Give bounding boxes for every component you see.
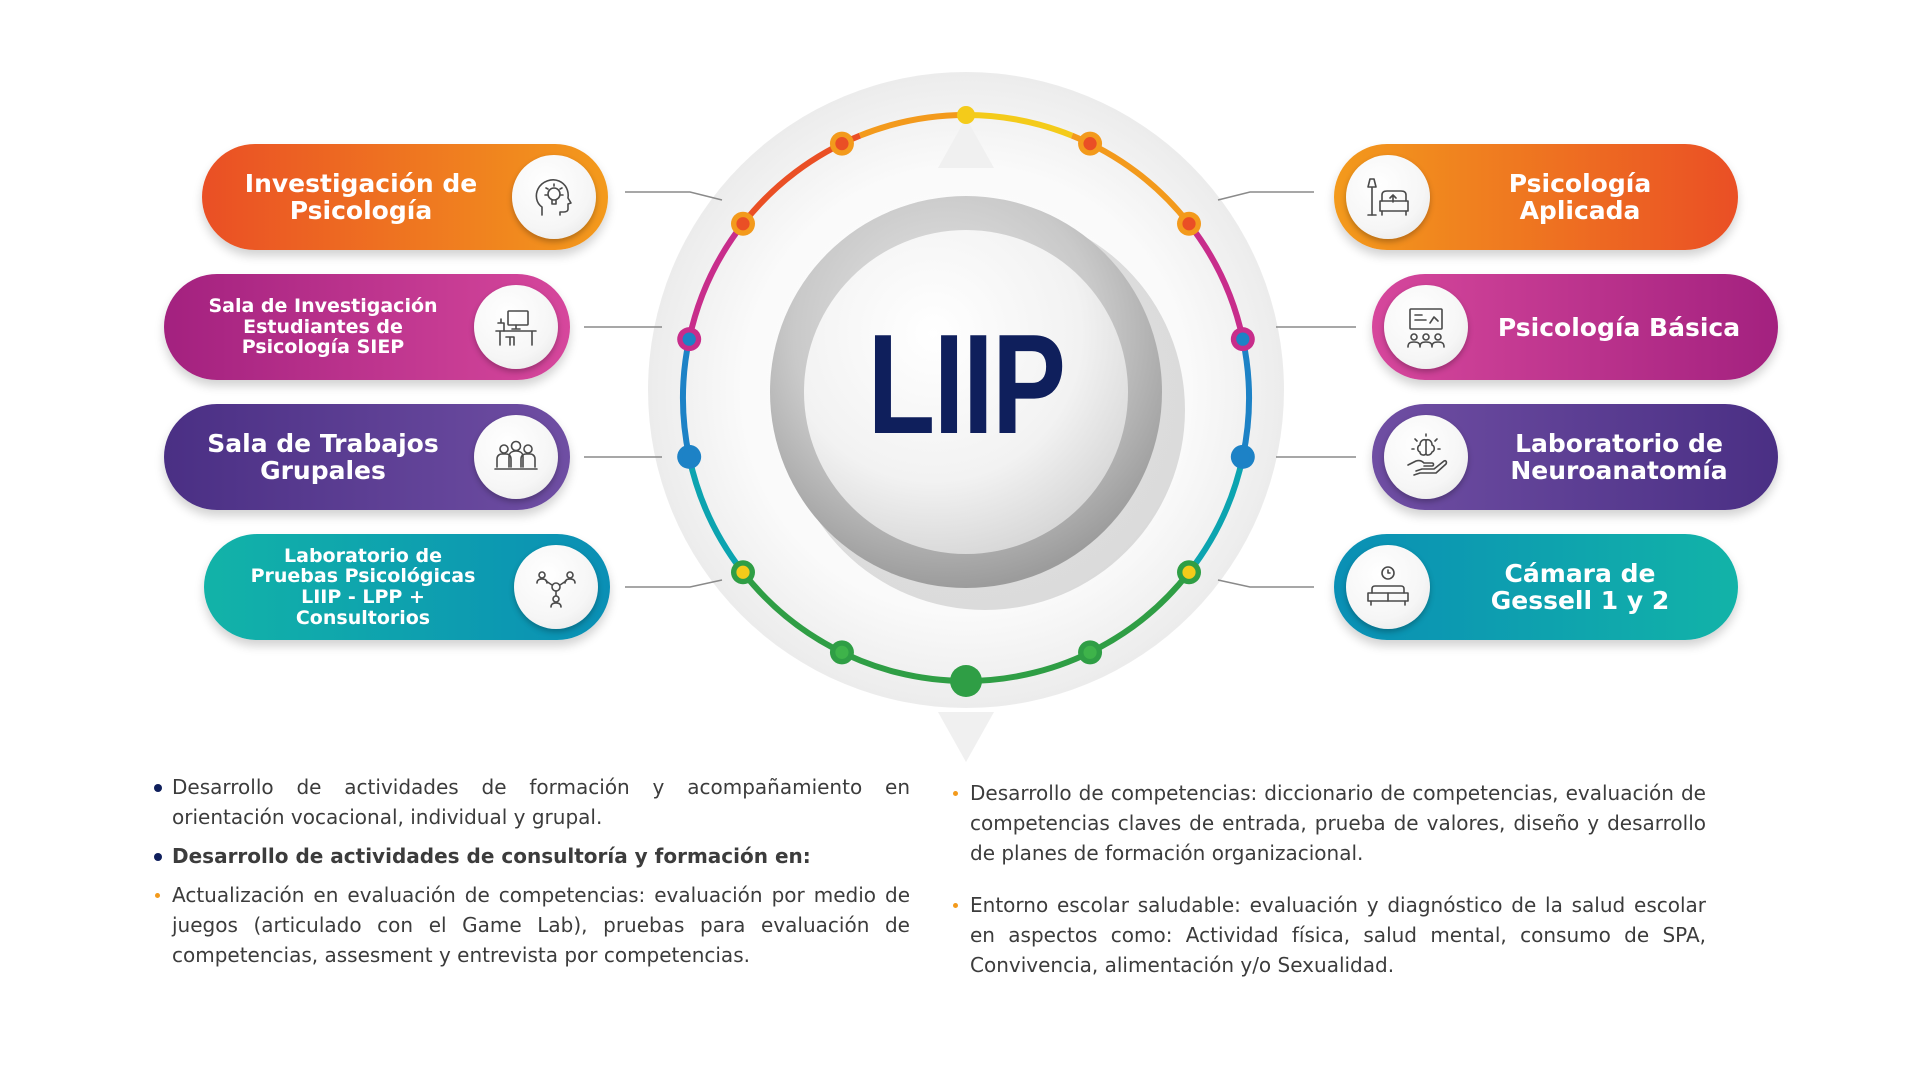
pill-camara-gessell[interactable]: Cámara de Gessell 1 y 2 bbox=[1334, 534, 1738, 640]
pill-psicologia-aplicada[interactable]: Psicología Aplicada bbox=[1334, 144, 1738, 250]
pill-label: Psicología Básica bbox=[1497, 312, 1741, 342]
pill-psicologia-basica[interactable]: Psicología Básica bbox=[1372, 274, 1778, 380]
connector-left-4 bbox=[625, 579, 723, 588]
pill-label: Cámara de Gessell 1 y 2 bbox=[1490, 559, 1670, 615]
ring-arc-segment bbox=[858, 112, 967, 139]
pill-investigacion-psicologia[interactable]: Investigación de Psicología bbox=[202, 144, 608, 250]
pill-label: Psicología Aplicada bbox=[1508, 169, 1652, 225]
ring-node bbox=[950, 665, 982, 697]
pill-laboratorio-neuroanatomia[interactable]: Laboratorio de Neuroanatomía bbox=[1372, 404, 1778, 510]
ring-arc-segment bbox=[686, 456, 746, 575]
ring-node-core bbox=[682, 332, 696, 346]
ring-arc-segment bbox=[1186, 456, 1246, 575]
connector-left-1 bbox=[625, 191, 723, 201]
ring-arc-segment bbox=[965, 112, 1074, 139]
ring-node-core bbox=[1236, 332, 1250, 346]
ring-node-core bbox=[1182, 217, 1196, 231]
ring-arc-segment bbox=[1186, 221, 1246, 340]
ring-node-core bbox=[1083, 137, 1097, 151]
pill-label: Sala de Trabajos Grupales bbox=[207, 429, 439, 485]
pill-sala-investigacion-siep[interactable]: Sala de Investigación Estudiantes de Psi… bbox=[164, 274, 570, 380]
presentation-board-icon bbox=[1384, 285, 1468, 369]
inner-disc bbox=[804, 230, 1128, 554]
connector-lines bbox=[584, 191, 1356, 588]
network-people-icon bbox=[514, 545, 598, 629]
connector-right-4 bbox=[1217, 579, 1314, 588]
head-bulb-icon bbox=[512, 155, 596, 239]
ring-node-core bbox=[835, 137, 849, 151]
ring-node-core bbox=[1182, 565, 1196, 579]
bottom-pointer bbox=[938, 712, 994, 762]
list-item: Desarrollo de competencias: diccionario … bbox=[952, 778, 1706, 868]
lamp-armchair-icon bbox=[1346, 155, 1430, 239]
list-item: Desarrollo de actividades de formación y… bbox=[154, 772, 910, 832]
desk-computer-icon bbox=[474, 285, 558, 369]
top-pointer bbox=[938, 118, 994, 168]
navy-bullet-icon bbox=[154, 853, 162, 861]
pill-label: Sala de Investigación Estudiantes de Psi… bbox=[208, 295, 438, 359]
connector-right-1 bbox=[1217, 191, 1314, 201]
list-item: Desarrollo de actividades de consultoría… bbox=[154, 841, 910, 871]
list-item: Entorno escolar saludable: evaluación y … bbox=[952, 890, 1706, 980]
ring-node-core bbox=[1083, 645, 1097, 659]
pill-label: Investigación de Psicología bbox=[244, 169, 478, 225]
pill-sala-trabajos-grupales[interactable]: Sala de Trabajos Grupales bbox=[164, 404, 570, 510]
clock-sofa-icon bbox=[1346, 545, 1430, 629]
pill-label: Laboratorio de Neuroanatomía bbox=[1510, 429, 1728, 485]
group-people-icon bbox=[474, 415, 558, 499]
orange-bullet-icon bbox=[155, 893, 160, 898]
ring-node bbox=[957, 106, 975, 124]
orange-bullet-icon bbox=[953, 903, 958, 908]
navy-bullet-icon bbox=[154, 784, 162, 792]
hand-brain-icon bbox=[1384, 415, 1468, 499]
orange-bullet-icon bbox=[953, 791, 958, 796]
ring-node-core bbox=[1236, 450, 1250, 464]
right-text-column: Desarrollo de competencias: diccionario … bbox=[952, 778, 1706, 989]
center-title: LIIP bbox=[867, 305, 1066, 464]
ring-node-core bbox=[835, 645, 849, 659]
list-item: Actualización en evaluación de competenc… bbox=[154, 880, 910, 970]
ring-node-core bbox=[682, 450, 696, 464]
left-text-column: Desarrollo de actividades de formación y… bbox=[154, 772, 910, 979]
pill-label: Laboratorio de Pruebas Psicológicas LIIP… bbox=[250, 544, 476, 629]
ring-nodes bbox=[677, 106, 1255, 697]
ring-node-core bbox=[736, 565, 750, 579]
ring-arc-segment bbox=[686, 221, 746, 340]
ring-node-core bbox=[736, 217, 750, 231]
pill-laboratorio-pruebas[interactable]: Laboratorio de Pruebas Psicológicas LIIP… bbox=[204, 534, 610, 640]
